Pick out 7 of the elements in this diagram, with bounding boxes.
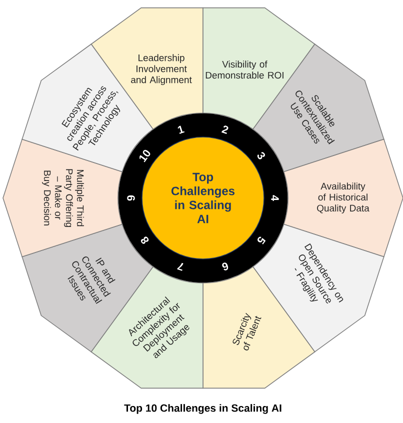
number: 10 [140, 150, 150, 162]
caption: Top 10 Challenges in Scaling AI [124, 404, 282, 414]
number: 3 [257, 152, 266, 160]
number: 8 [140, 236, 149, 244]
number: 9 [127, 195, 135, 201]
number: 5 [258, 236, 266, 244]
number: 4 [271, 195, 279, 201]
